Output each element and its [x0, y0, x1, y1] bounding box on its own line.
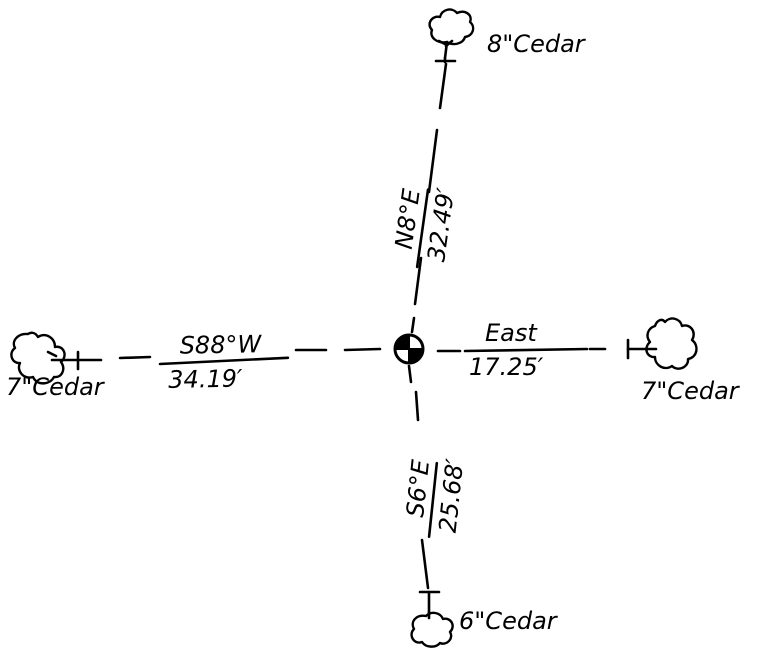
west-tree-icon [10, 331, 66, 385]
south-tree-label: 6"Cedar [459, 607, 559, 635]
north-tie-bearing: N8°E 32.49′ [390, 186, 460, 269]
west-bearing-text: S88°W [179, 330, 262, 359]
south-tie-line [407, 364, 441, 614]
west-tree-label: 7"Cedar [6, 373, 106, 401]
east-distance-text: 17.25′ [469, 353, 544, 381]
east-bearing-text: East [485, 319, 538, 347]
north-tie-line [410, 56, 457, 334]
north-tree-icon [428, 8, 475, 60]
east-tree-icon [644, 317, 698, 370]
west-tie-bearing: S88°W 34.19′ [158, 330, 290, 394]
south-distance-text: 25.68′ [434, 457, 470, 534]
west-distance-text: 34.19′ [168, 365, 243, 394]
survey-benchmark-icon [393, 333, 425, 365]
south-tree-icon [410, 610, 454, 648]
north-tree-label: 8"Cedar [487, 30, 587, 58]
east-tree-label: 7"Cedar [641, 377, 741, 405]
east-tie-bearing: East 17.25′ [463, 319, 589, 381]
east-tie-line [436, 338, 648, 360]
south-tie-bearing: S6°E 25.68′ [401, 457, 470, 539]
south-bearing-text: S6°E [401, 458, 435, 519]
